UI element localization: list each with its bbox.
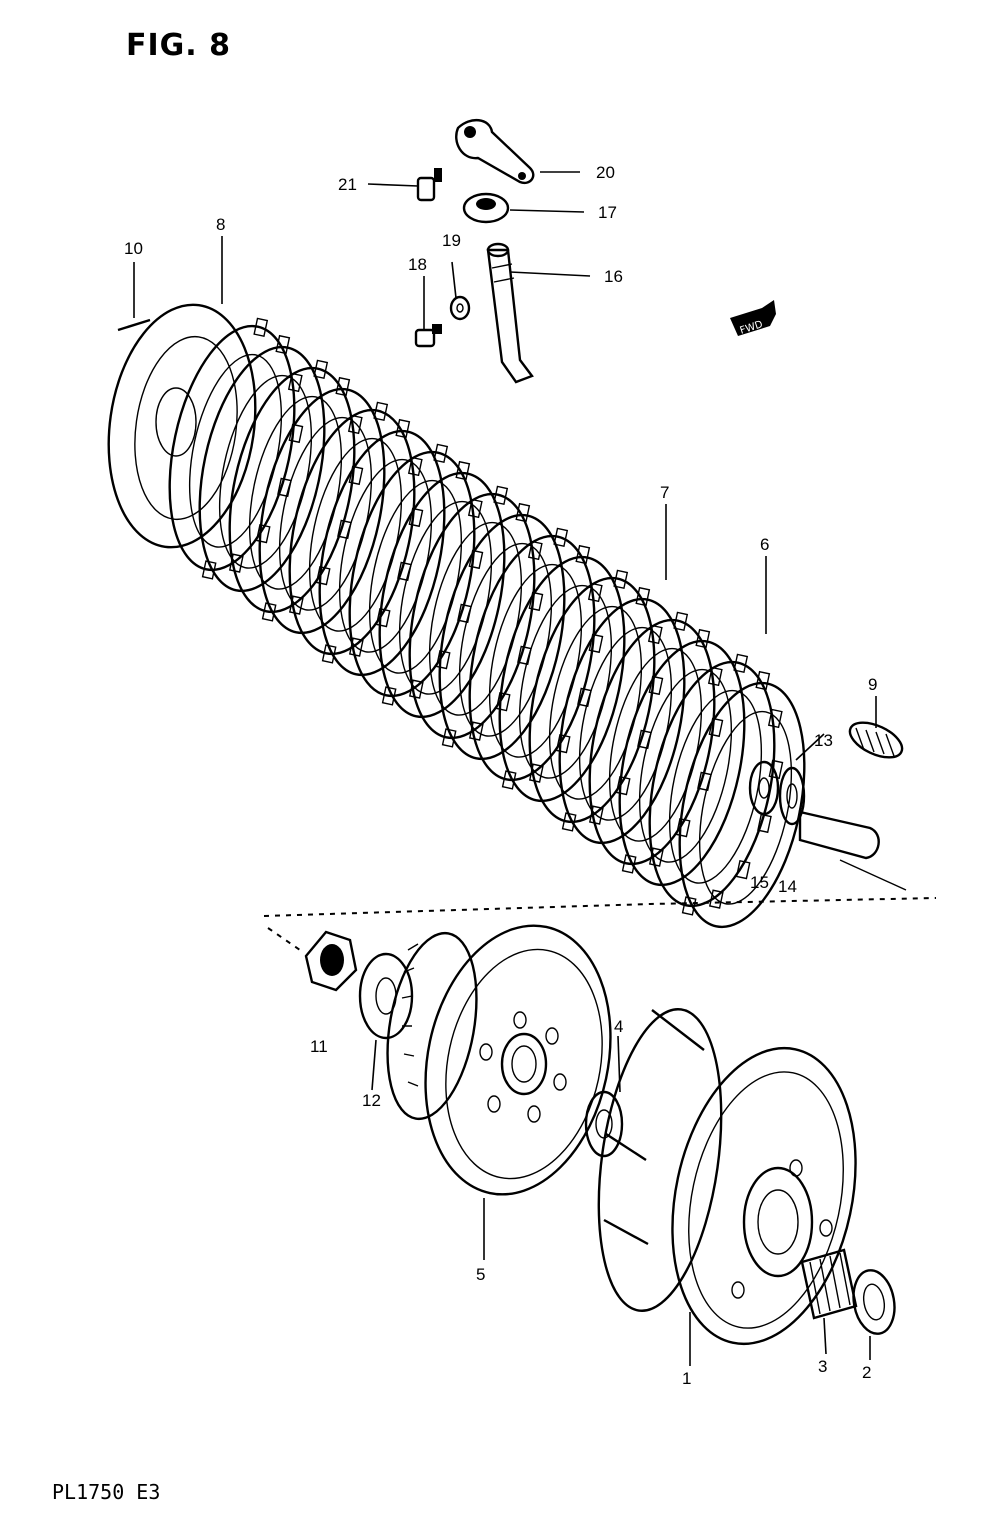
washer-part-15 bbox=[748, 760, 780, 816]
callout-17: 17 bbox=[598, 203, 617, 222]
callout-8: 8 bbox=[216, 215, 225, 234]
spring-part-9 bbox=[848, 721, 904, 759]
clutch-plate bbox=[258, 387, 386, 635]
footer-code: PL1750 E3 bbox=[52, 1480, 161, 1504]
callout-4: 4 bbox=[614, 1017, 623, 1036]
figure-title: FIG. 8 bbox=[126, 28, 231, 63]
callout-labels: 20 21 17 16 18 19 10 8 7 6 9 13 15 14 11… bbox=[124, 163, 877, 1388]
callout-21: 21 bbox=[338, 175, 357, 194]
leader-lines bbox=[133, 171, 877, 1366]
screw-part-18 bbox=[414, 324, 442, 348]
release-screw-part-16 bbox=[486, 242, 534, 384]
clutch-plate bbox=[378, 471, 506, 719]
pin-part-10 bbox=[117, 318, 151, 332]
clutch-plate bbox=[648, 653, 784, 916]
clutch-plate-stack bbox=[168, 317, 806, 929]
callout-18: 18 bbox=[408, 255, 427, 274]
clutch-plate bbox=[318, 429, 446, 677]
callout-12: 12 bbox=[362, 1091, 381, 1110]
clutch-plate bbox=[198, 345, 326, 593]
callout-15: 15 bbox=[750, 873, 769, 892]
callout-3: 3 bbox=[818, 1357, 827, 1376]
callout-2: 2 bbox=[862, 1363, 871, 1382]
callout-13: 13 bbox=[814, 731, 833, 750]
washer-part-19 bbox=[449, 295, 471, 321]
clutch-sleeve-hub-part-5 bbox=[386, 924, 612, 1196]
release-arm-part-20 bbox=[455, 119, 535, 185]
bolt-part-21 bbox=[416, 168, 442, 202]
clutch-plate bbox=[678, 681, 806, 929]
pressure-plate-part-8 bbox=[107, 303, 257, 549]
callout-6: 6 bbox=[760, 535, 769, 554]
callout-9: 9 bbox=[868, 675, 877, 694]
nut-part-17 bbox=[462, 192, 510, 224]
clutch-plate bbox=[498, 555, 626, 803]
spacer-part-2 bbox=[852, 1269, 896, 1335]
clutch-plate bbox=[618, 639, 746, 887]
callout-10: 10 bbox=[124, 239, 143, 258]
forward-direction-arrow: FWD bbox=[730, 300, 776, 337]
callout-16: 16 bbox=[604, 267, 623, 286]
clutch-plate bbox=[438, 513, 566, 761]
callout-14: 14 bbox=[778, 877, 797, 896]
callout-20: 20 bbox=[596, 163, 615, 182]
callout-11: 11 bbox=[310, 1037, 328, 1056]
primary-driven-gear-housing-part-1 bbox=[597, 1008, 857, 1346]
clutch-plate bbox=[558, 597, 686, 845]
callout-1: 1 bbox=[682, 1369, 691, 1388]
nut-part-11 bbox=[304, 930, 358, 992]
needle-bearing-part-3 bbox=[800, 1248, 858, 1320]
callout-19: 19 bbox=[442, 231, 461, 250]
callout-5: 5 bbox=[476, 1265, 485, 1284]
callout-7: 7 bbox=[660, 483, 669, 502]
push-rod-part-13 bbox=[798, 810, 907, 891]
bearing-part-14 bbox=[778, 766, 806, 826]
